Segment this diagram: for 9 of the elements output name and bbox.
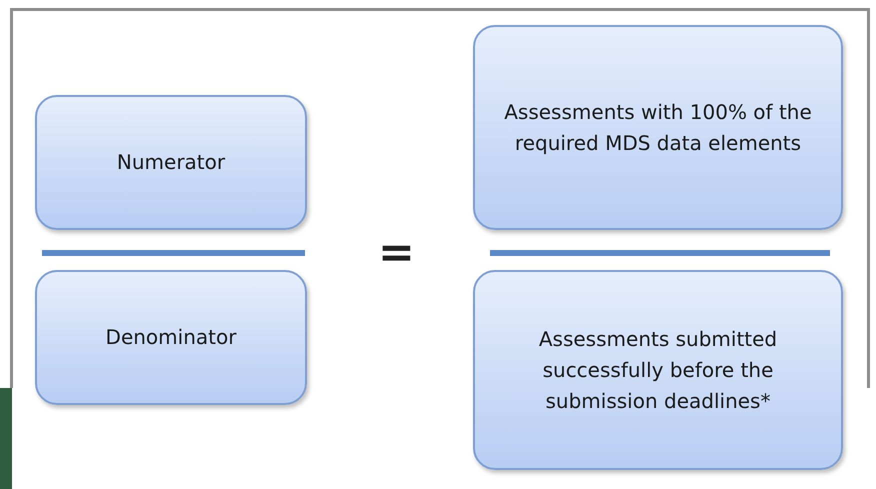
rounded-box xyxy=(35,270,307,405)
equals-sign: = xyxy=(378,228,415,278)
box-text: Assessments submitted successfully before the submission deadlines* xyxy=(538,326,778,414)
box-text: Assessments with 100% of the required MDS data elements xyxy=(503,98,813,156)
rounded-box xyxy=(473,25,843,230)
box-text: Numerator xyxy=(116,149,226,176)
box-text: Denominator xyxy=(104,324,238,351)
rounded-box xyxy=(473,270,843,470)
rounded-box xyxy=(35,95,307,230)
